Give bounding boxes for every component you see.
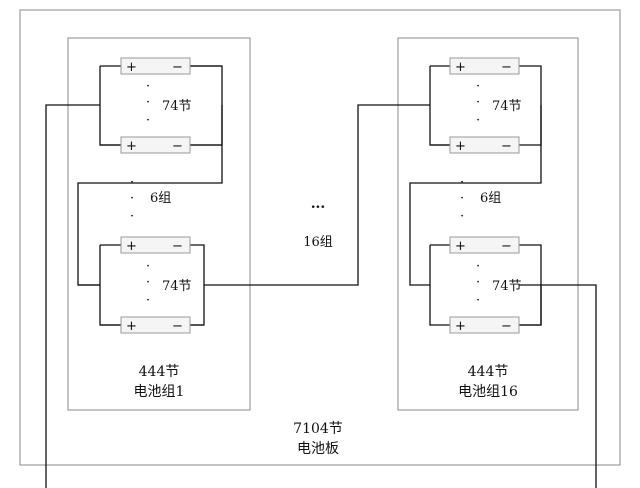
negative-terminal-lead <box>45 104 100 488</box>
battery-cell <box>449 236 520 254</box>
minus-sign: − <box>501 239 512 254</box>
group-name: 电池组1 <box>134 384 185 400</box>
vdot: · <box>146 293 150 308</box>
group-16: + − + − · · · 74节 + − + − · · · 74节 · · … <box>409 57 542 400</box>
battery-cell <box>449 57 520 75</box>
vdot: · <box>130 191 134 206</box>
battery-cell <box>120 136 191 154</box>
vdot: · <box>476 293 480 308</box>
plus-sign: + <box>455 60 466 75</box>
string-wire <box>99 65 223 146</box>
vdot: · <box>146 95 150 110</box>
strings-count-label: 6组 <box>150 191 171 206</box>
battery-cell <box>449 316 520 334</box>
vdot: · <box>460 191 464 206</box>
groups-count-label: 16组 <box>303 235 333 250</box>
string-count-label: 74节 <box>162 99 192 114</box>
plus-sign: + <box>455 239 466 254</box>
battery-cell <box>120 316 191 334</box>
plus-sign: + <box>126 139 137 154</box>
vdot: · <box>476 79 480 94</box>
vdot: · <box>146 275 150 290</box>
group-cell-count: 444节 <box>139 364 180 380</box>
plus-sign: + <box>126 239 137 254</box>
plus-sign: + <box>126 60 137 75</box>
group-1-outline <box>67 37 251 411</box>
string-count-label: 74节 <box>162 279 192 294</box>
battery-cell <box>120 57 191 75</box>
minus-sign: − <box>172 139 183 154</box>
vdot: · <box>146 79 150 94</box>
minus-sign: − <box>172 319 183 334</box>
minus-sign: − <box>172 239 183 254</box>
vdot: · <box>146 113 150 128</box>
vdot: · <box>460 175 464 190</box>
board-name: 电池板 <box>297 441 339 457</box>
vdot: · <box>476 95 480 110</box>
inter-group-wire <box>204 104 430 286</box>
ellipsis: ... <box>311 196 326 212</box>
minus-sign: − <box>501 60 512 75</box>
vdot: · <box>476 259 480 274</box>
minus-sign: − <box>501 139 512 154</box>
string-count-label: 74节 <box>492 99 522 114</box>
battery-cell <box>449 136 520 154</box>
minus-sign: − <box>501 319 512 334</box>
group-cell-count: 444节 <box>468 364 509 380</box>
group-1: + − + − · · · 74节 + − + − · · · 74节 · · … <box>77 57 223 400</box>
string-count-label: 74节 <box>492 279 522 294</box>
minus-sign: − <box>172 60 183 75</box>
positive-terminal-lead <box>541 284 597 488</box>
board-cell-count: 7104节 <box>293 421 343 437</box>
vdot: · <box>130 175 134 190</box>
vdot: · <box>460 209 464 224</box>
group-name: 电池组16 <box>458 384 518 400</box>
battery-board-outline <box>19 9 621 466</box>
vdot: · <box>476 113 480 128</box>
group-16-outline <box>397 37 579 411</box>
plus-sign: + <box>455 319 466 334</box>
strings-count-label: 6组 <box>480 191 501 206</box>
vdot: · <box>130 209 134 224</box>
plus-sign: + <box>126 319 137 334</box>
battery-cell <box>120 236 191 254</box>
vdot: · <box>146 259 150 274</box>
plus-sign: + <box>455 139 466 154</box>
vdot: · <box>476 275 480 290</box>
